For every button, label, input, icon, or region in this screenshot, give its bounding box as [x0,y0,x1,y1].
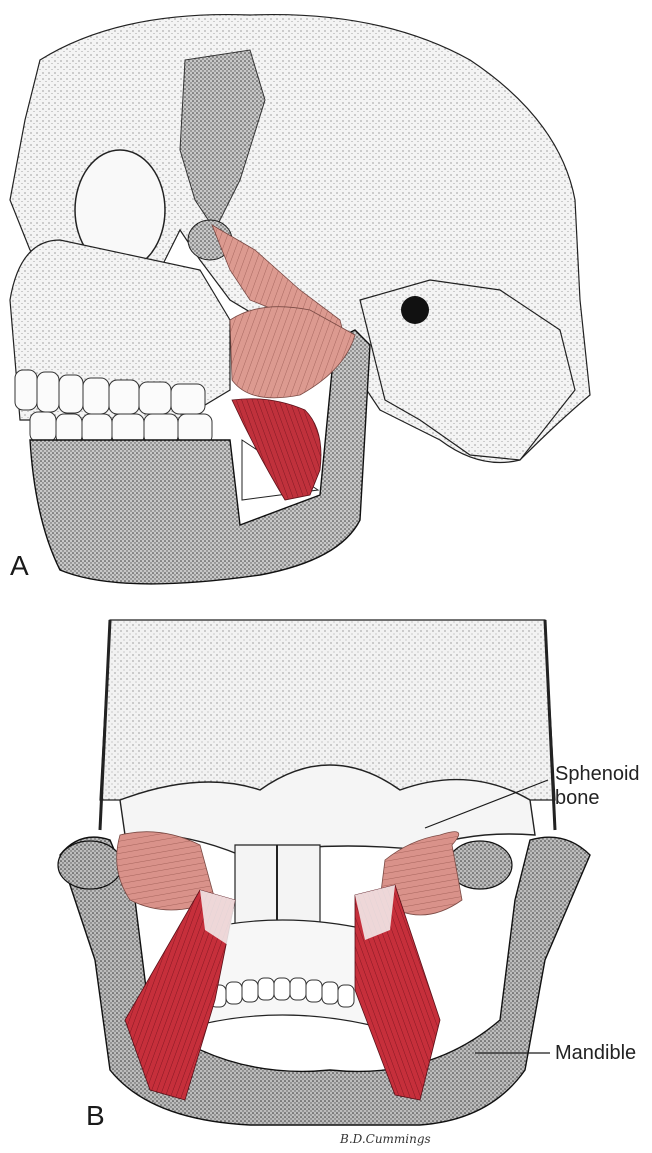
panel-b-posterior-skull: Sphenoid bone Mandible B B.D.Cummings [0,600,652,1153]
lateral-skull-illustration [9,13,591,585]
panel-label-a: A [10,550,29,581]
sphenoid-label-line2: bone [555,787,600,809]
lower-teeth [29,411,213,445]
sphenoid-label-line1: Sphenoid [555,763,640,785]
medial-pterygoid-muscle [231,398,322,501]
sphenoid-leader-line [424,779,549,829]
posterior-skull-illustration [57,619,591,1126]
lateral-pterygoid-left [116,831,216,911]
sphenoid-bone-label: Sphenoid bone [555,762,640,810]
upper-teeth [14,369,206,415]
artist-signature: B.D.Cummings [340,1132,431,1146]
panel-a-lateral-skull: A [9,13,591,585]
lateral-pterygoid-lower-head [229,306,356,399]
panel-label-b: B [86,1100,105,1131]
mandible-label: Mandible [555,1042,637,1064]
mandible-lateral [29,329,371,585]
lateral-pterygoid-right [379,831,463,916]
